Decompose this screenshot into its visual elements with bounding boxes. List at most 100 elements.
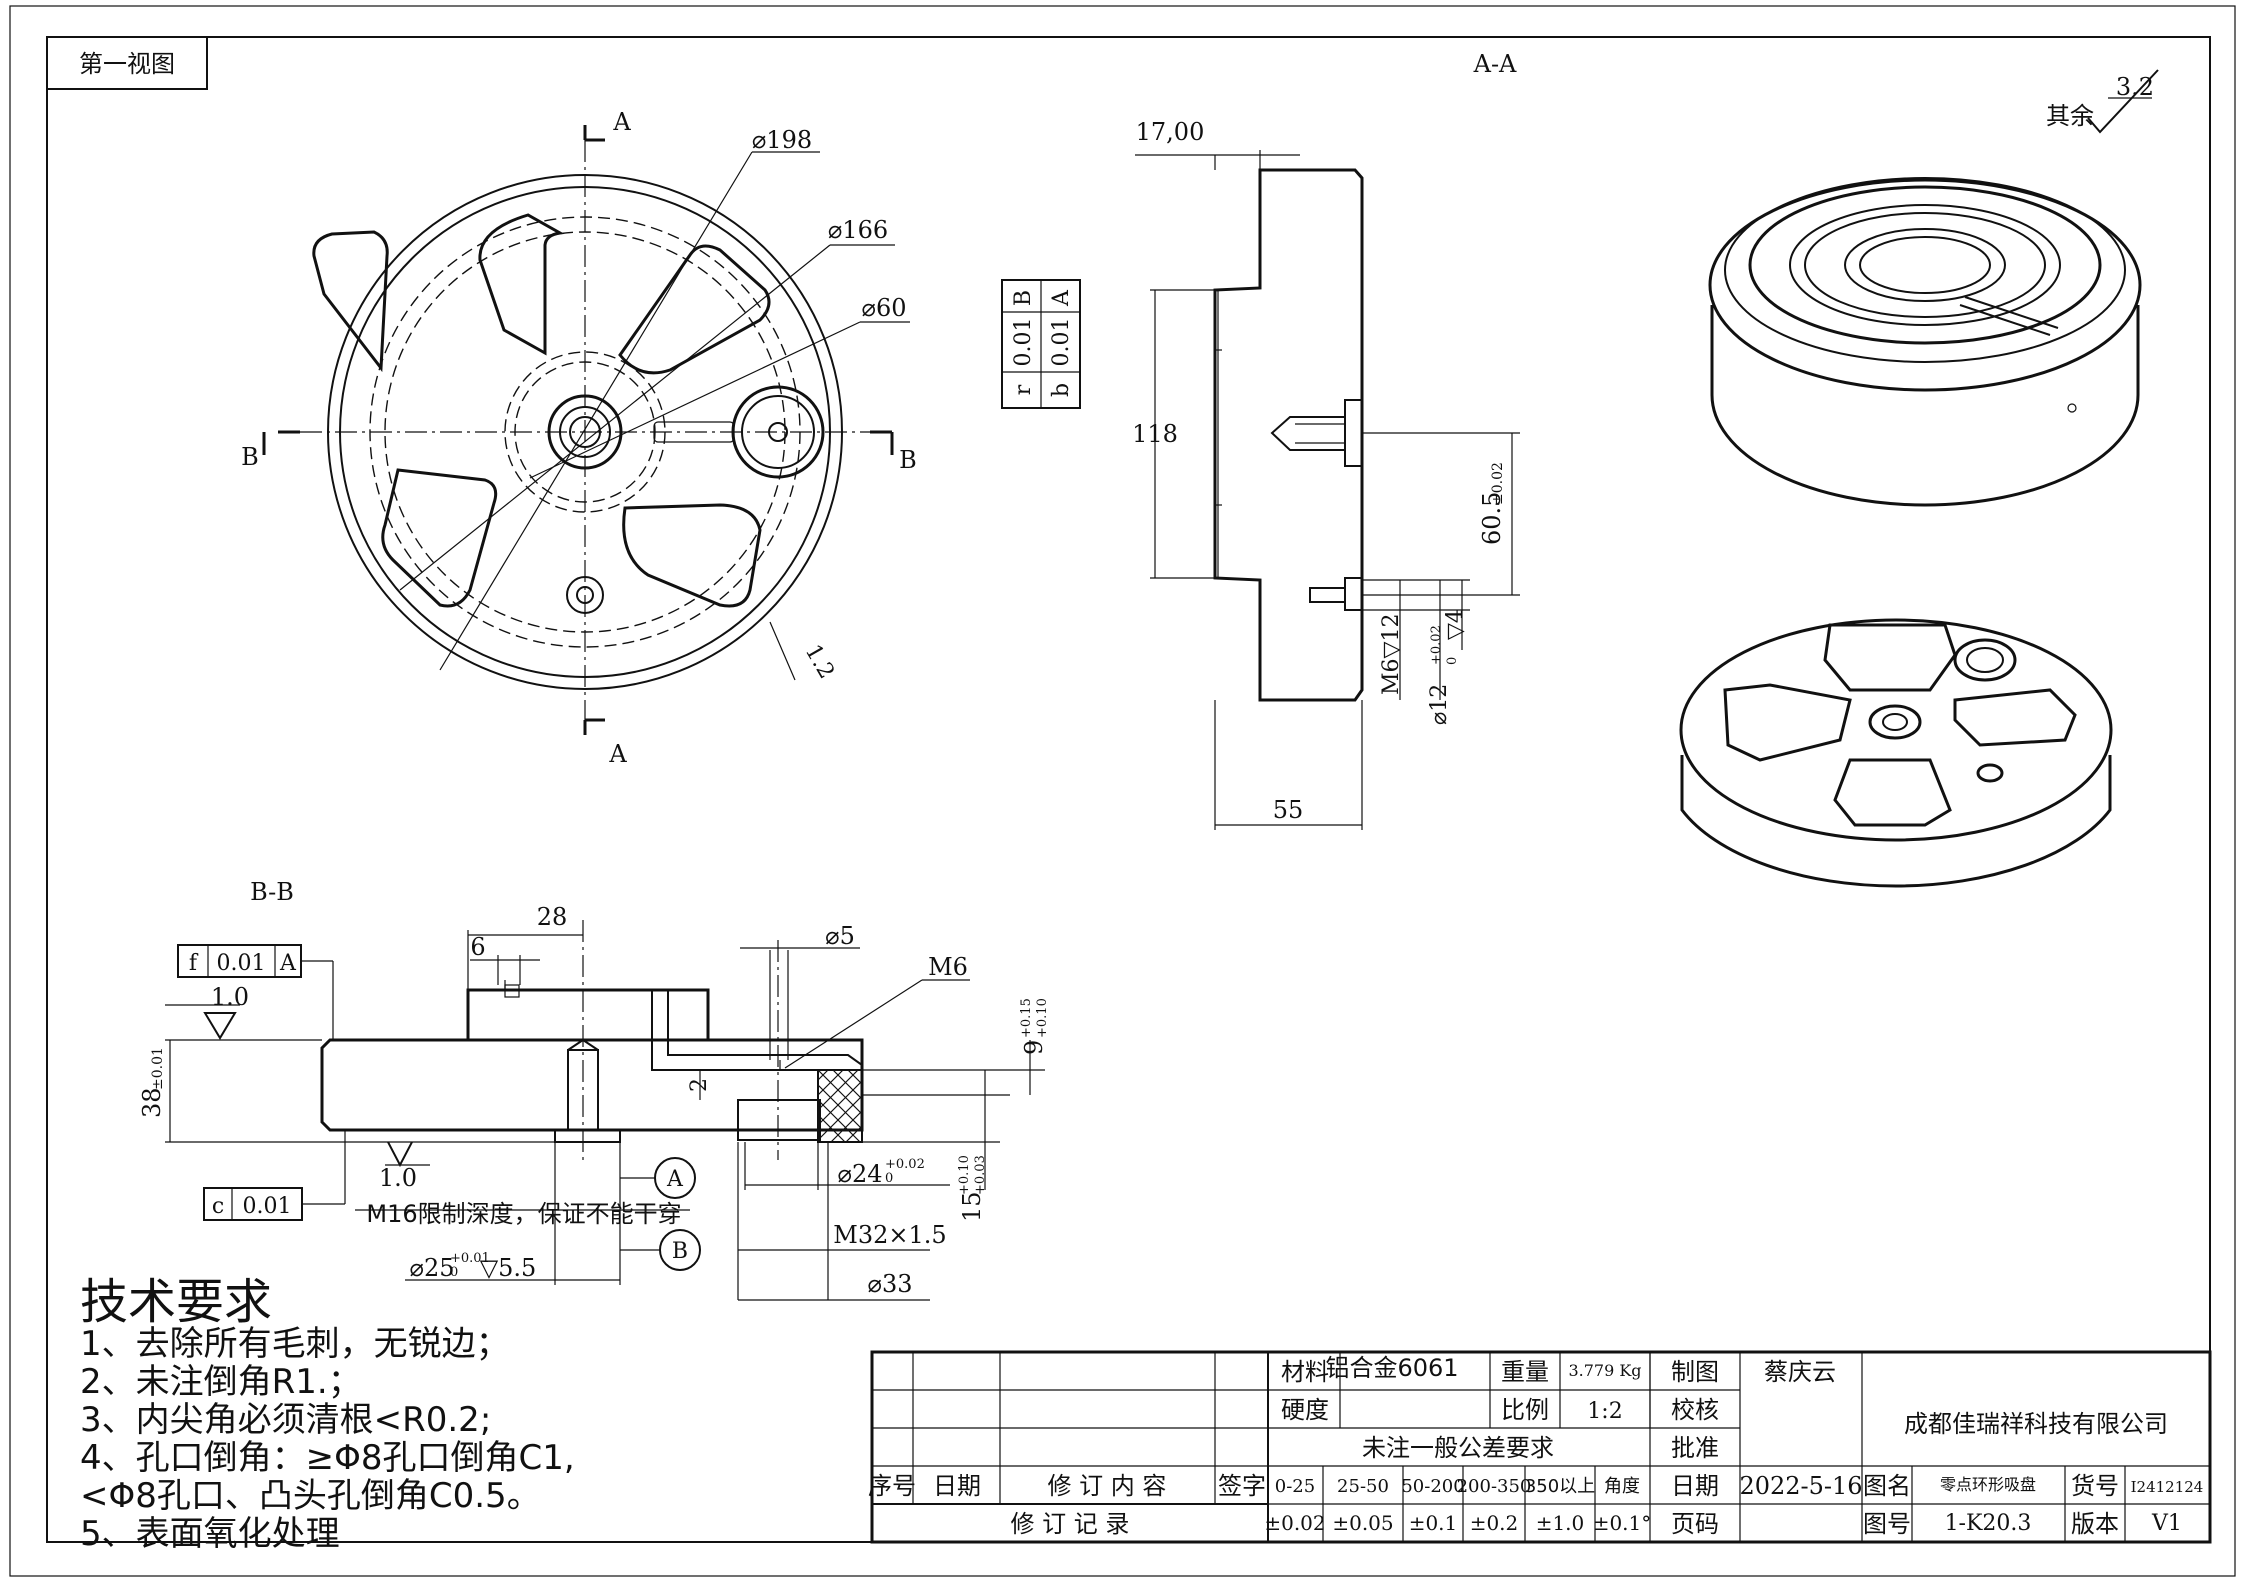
pocket-left-bottom: [381, 468, 498, 608]
outer-border: [9, 5, 2236, 1577]
roughness-value: 3.2: [2116, 73, 2154, 101]
datum-b: B: [672, 1239, 688, 1264]
dim-dia-60: ⌀60: [862, 294, 907, 322]
dia-24: ⌀24: [838, 1160, 883, 1188]
tech-item-2: 2、未注倒角R1.；: [80, 1362, 362, 1402]
dim-118: 118: [1132, 420, 1178, 448]
dim-2: 2: [687, 1078, 712, 1092]
depth-5-5: ▽5.5: [480, 1254, 537, 1282]
leader-166: [399, 244, 831, 591]
drawn-label: 制图: [1671, 1358, 1719, 1386]
m16-note: M16限制深度，保证不能干穿: [366, 1200, 681, 1228]
dim-38: 38: [138, 1087, 166, 1118]
material-label: 材料: [1281, 1358, 1329, 1386]
page-label: 页码: [1671, 1510, 1719, 1538]
cut-b-right: B: [899, 446, 917, 474]
m32: M32×1.5: [833, 1221, 946, 1249]
range-4: 200-350: [1457, 1476, 1532, 1497]
dia-25: ⌀25: [410, 1254, 455, 1282]
dia-24-tol-up: +0.02: [885, 1157, 925, 1172]
dim-9-tol-low: +0.10: [1035, 998, 1050, 1038]
company: 成都佳瑞祥科技有限公司: [1904, 1410, 2168, 1438]
dia-25-tol-low: 0: [450, 1265, 458, 1280]
part-no: I2412124: [2131, 1478, 2204, 1496]
aa-pin2-body: [1309, 587, 1346, 603]
dim-6: 6: [470, 933, 485, 961]
part-label: 货号: [2071, 1472, 2119, 1500]
tol-2: ±0.05: [1332, 1511, 1393, 1535]
datum-b-circle: [659, 1229, 701, 1271]
range-3: 50-200: [1401, 1476, 1464, 1497]
leader-198: [439, 151, 753, 671]
iso-view-top: [1708, 177, 2142, 507]
range-5: 350以上: [1525, 1476, 1595, 1497]
cut-b-left: B: [241, 443, 259, 471]
scale: 1:2: [1587, 1399, 1622, 1424]
inner-border: [46, 36, 2211, 1543]
tol-3: ±0.1: [1409, 1511, 1458, 1535]
date: 2022-5-16: [1739, 1472, 1862, 1500]
range-6: 角度: [1604, 1476, 1640, 1497]
aa-body: [1213, 168, 1364, 702]
tech-item-3: 3、内尖角必须清根<R0.2;: [80, 1400, 491, 1440]
weight-label: 重量: [1501, 1358, 1549, 1386]
aa-gdt-ref-2: A: [1049, 289, 1074, 307]
dia-24-tol-low: 0: [885, 1171, 893, 1186]
dim-9-tol-up: +0.15: [1019, 998, 1034, 1038]
name-label: 图名: [1863, 1472, 1911, 1500]
range-1: 0-25: [1275, 1476, 1315, 1497]
tech-requirements: 技术要求 1、去除所有毛刺，无锐边； 2、未注倒角R1.； 3、内尖角必须清根<…: [80, 1274, 575, 1554]
drawing-no: 1-K20.3: [1945, 1511, 2032, 1536]
pocket-right-bottom: [622, 503, 762, 608]
tech-item-4: 4、孔口倒角：≥Φ8孔口倒角C1,: [80, 1438, 575, 1478]
cut-a-top: A: [612, 108, 631, 136]
rev-content-label: 修 订 内 容: [1048, 1472, 1167, 1500]
section-bb: 28 6 ⌀5 M6 f 0.01 A 1.0 38 ±0.01: [138, 903, 1050, 1301]
rev-record-label: 修 订 记 录: [1011, 1510, 1130, 1538]
flat-top: 1.0: [211, 983, 249, 1011]
bb-gdt-bottom-sym: c: [212, 1194, 224, 1219]
bb-gdt-top-sym: f: [189, 951, 199, 976]
aa-gdt-sym-2: b: [1049, 383, 1074, 397]
m6: M6: [928, 953, 968, 981]
bb-gdt-top-val: 0.01: [217, 951, 266, 976]
view-label-box: [46, 36, 208, 90]
section-aa: 17,00 118 55 60.5 ±0.02 M6▽12 ⌀12 +0.02 …: [1001, 118, 1520, 830]
chamfer-1-2: 1.2: [800, 641, 839, 684]
bb-port: [737, 1099, 821, 1141]
dim-15-tol-low: +0.03: [973, 1155, 988, 1195]
flat-bottom: 1.0: [379, 1164, 417, 1192]
cut-a-bottom: A: [608, 740, 627, 768]
dim-17: 17,00: [1136, 118, 1205, 146]
m6-depth: M6▽12: [1379, 614, 1404, 695]
dia-33: ⌀33: [868, 1270, 913, 1298]
version-label: 版本: [2071, 1510, 2119, 1538]
roughness-symbol: 3.2 其余: [2046, 69, 2159, 134]
tech-item-6: 5、表面氧化处理: [80, 1514, 340, 1554]
dia-5: ⌀5: [825, 922, 855, 950]
dim-38-tol: ±0.01: [150, 1047, 166, 1090]
date-label: 日期: [1671, 1472, 1719, 1500]
aa-gdt-val-2: 0.01: [1049, 318, 1074, 367]
aa-gdt-ref-1: B: [1011, 290, 1036, 306]
dim-9: 9: [1020, 1040, 1048, 1055]
dim-15: 15: [958, 1191, 986, 1222]
bb-body: [320, 1038, 864, 1132]
dim-dia-166: ⌀166: [828, 216, 888, 244]
dim-60-5-tol: ±0.02: [1490, 462, 1506, 505]
dim-55: 55: [1273, 796, 1304, 824]
drawing-no-label: 图号: [1863, 1510, 1911, 1538]
version: V1: [2151, 1511, 2182, 1536]
section-aa-title: A-A: [1473, 50, 1517, 78]
range-2: 25-50: [1337, 1476, 1389, 1497]
material: 铝合金6061: [1325, 1354, 1458, 1382]
bb-top-boss: [466, 988, 710, 1042]
front-view: A A B B ⌀198 ⌀166 ⌀60 1.2: [241, 108, 917, 768]
view-label: 第一视图: [79, 50, 175, 78]
pocket-left-top: [312, 230, 389, 373]
depth-4: ▽4: [1443, 609, 1468, 640]
tech-item-5: <Φ8孔口、凸头孔倒角C0.5。: [80, 1476, 541, 1516]
dia-12-tol-low: 0: [1445, 657, 1460, 665]
bb-gdt-bottom-val: 0.01: [243, 1194, 292, 1219]
scale-label: 比例: [1501, 1396, 1549, 1424]
